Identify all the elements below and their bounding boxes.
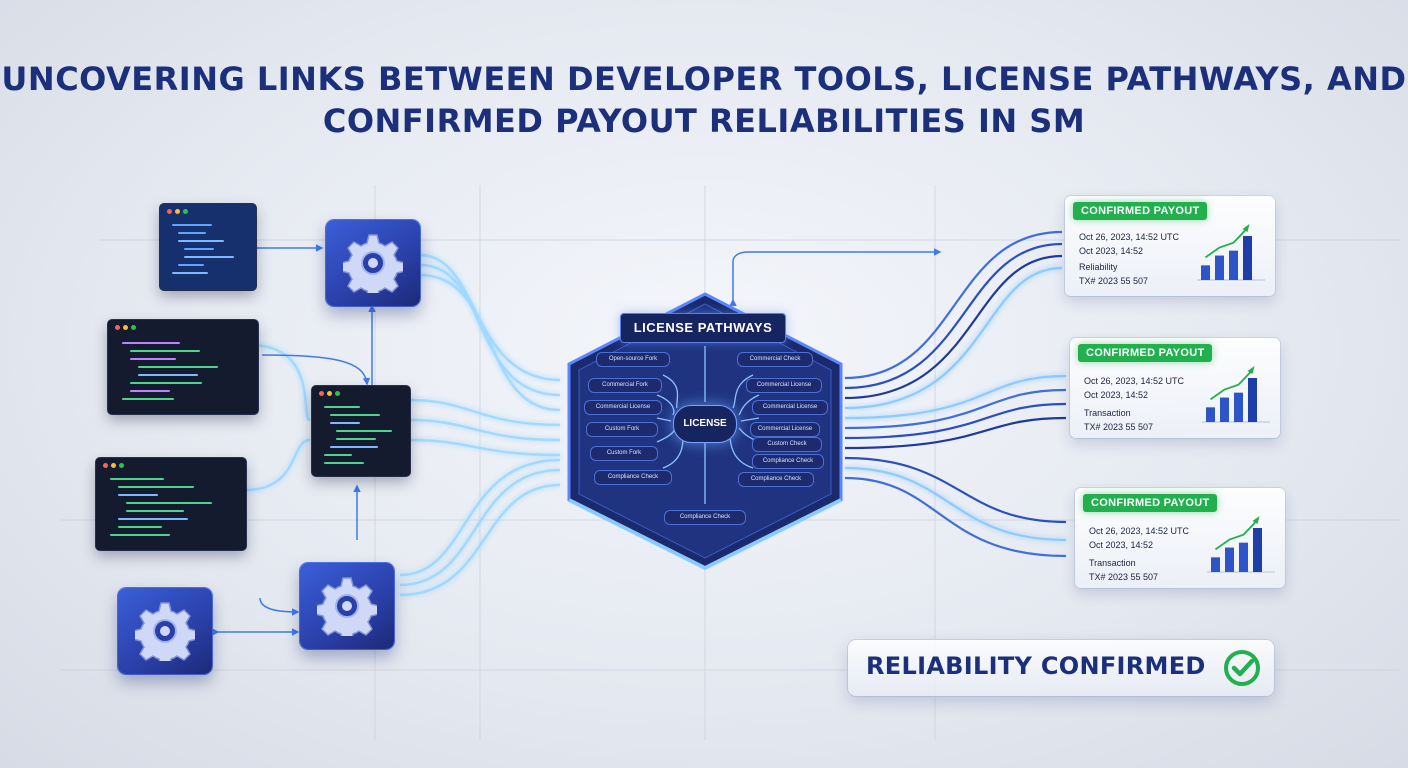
window-controls — [115, 325, 136, 330]
pathway-label: Custom Fork — [586, 422, 658, 437]
chart-bar — [1206, 407, 1215, 422]
pathway-label: Custom Check — [752, 437, 822, 452]
check-circle-icon — [1224, 650, 1260, 686]
gear-icon — [317, 577, 377, 636]
chart-bar — [1225, 547, 1234, 572]
gear-tool-tile[interactable] — [326, 220, 420, 306]
pathway-label: Compliance Check — [752, 454, 824, 469]
trend-line — [1214, 519, 1259, 551]
confirmed-payout-badge: CONFIRMED PAYOUT — [1078, 344, 1213, 362]
trend-arrow-icon — [1247, 366, 1255, 374]
pathway-label: Compliance Check — [594, 470, 672, 485]
payout-timestamp: Oct 26, 2023, 14:52 UTC — [1079, 232, 1180, 242]
payout-transaction-id: TX# 2023 55 507 — [1089, 572, 1159, 582]
code-editor-window[interactable] — [312, 386, 410, 476]
payout-bar-chart — [1202, 366, 1270, 423]
payout-timestamp: Oct 26, 2023, 14:52 UTC — [1089, 526, 1190, 536]
chart-bar — [1248, 378, 1257, 422]
payout-date: Oct 2023, 14:52 — [1089, 540, 1154, 550]
gear-tool-tile[interactable] — [300, 563, 394, 649]
gear-icon — [135, 602, 195, 661]
chart-bar — [1201, 265, 1210, 280]
payout-timestamp: Oct 26, 2023, 14:52 UTC — [1084, 376, 1185, 386]
window-controls — [167, 209, 188, 214]
code-editor-window[interactable] — [160, 204, 256, 290]
confirmed-payout-badge: CONFIRMED PAYOUT — [1083, 494, 1218, 512]
trend-line — [1209, 369, 1254, 401]
code-editor-window[interactable] — [96, 458, 246, 550]
payout-date: Oct 2023, 14:52 — [1084, 390, 1149, 400]
chart-bar — [1243, 236, 1252, 280]
payout-field-label: Reliability — [1079, 262, 1118, 272]
chart-bar — [1234, 392, 1243, 422]
gear-icon — [343, 234, 403, 293]
gear-tool-tile[interactable] — [118, 588, 212, 674]
chart-bar — [1253, 528, 1262, 572]
pathway-label: Commercial Fork — [588, 378, 662, 393]
payout-bar-chart — [1207, 516, 1275, 573]
trend-line — [1204, 227, 1249, 259]
payout-card[interactable]: CONFIRMED PAYOUT Oct 26, 2023, 14:52 UTC… — [1065, 196, 1275, 296]
pathway-label: Commercial License — [752, 400, 828, 415]
payout-transaction-id: TX# 2023 55 507 — [1084, 422, 1154, 432]
reliability-label: RELIABILITY CONFIRMED — [866, 652, 1206, 680]
pathway-label: Commercial License — [584, 400, 662, 415]
chart-bar — [1215, 255, 1224, 280]
pathway-label: Commercial License — [750, 422, 820, 437]
reliability-confirmed-banner: RELIABILITY CONFIRMED — [848, 640, 1274, 696]
confirmed-payout-badge: CONFIRMED PAYOUT — [1073, 202, 1208, 220]
pathway-label: Open-source Fork — [596, 352, 670, 367]
chart-bar — [1211, 557, 1220, 572]
license-center-node[interactable]: LICENSE — [673, 405, 737, 443]
trend-arrow-icon — [1252, 516, 1260, 524]
window-controls — [319, 391, 340, 396]
code-editor-window[interactable] — [108, 320, 258, 414]
chart-bar — [1229, 250, 1238, 280]
page-title: UNCOVERING LINKS BETWEEN DEVELOPER TOOLS… — [1, 60, 1407, 140]
pathway-label: Compliance Check — [664, 510, 746, 525]
payout-card[interactable]: CONFIRMED PAYOUT Oct 26, 2023, 14:52 UTC… — [1075, 488, 1285, 588]
pathway-label: Commercial License — [746, 378, 822, 393]
window-controls — [103, 463, 124, 468]
payout-field-label: Transaction — [1084, 408, 1131, 418]
payout-card[interactable]: CONFIRMED PAYOUT Oct 26, 2023, 14:52 UTC… — [1070, 338, 1280, 438]
payout-bar-chart — [1197, 224, 1265, 281]
chart-bar — [1239, 542, 1248, 572]
payout-field-label: Transaction — [1089, 558, 1136, 568]
pathway-label: Compliance Check — [738, 472, 814, 487]
payout-transaction-id: TX# 2023 55 507 — [1079, 276, 1149, 286]
license-pathways-label: LICENSE PATHWAYS — [620, 313, 786, 343]
pathway-label: Commercial Check — [737, 352, 813, 367]
trend-arrow-icon — [1242, 224, 1250, 232]
payout-date: Oct 2023, 14:52 — [1079, 246, 1144, 256]
chart-bar — [1220, 397, 1229, 422]
pathway-label: Custom Fork — [590, 446, 658, 461]
